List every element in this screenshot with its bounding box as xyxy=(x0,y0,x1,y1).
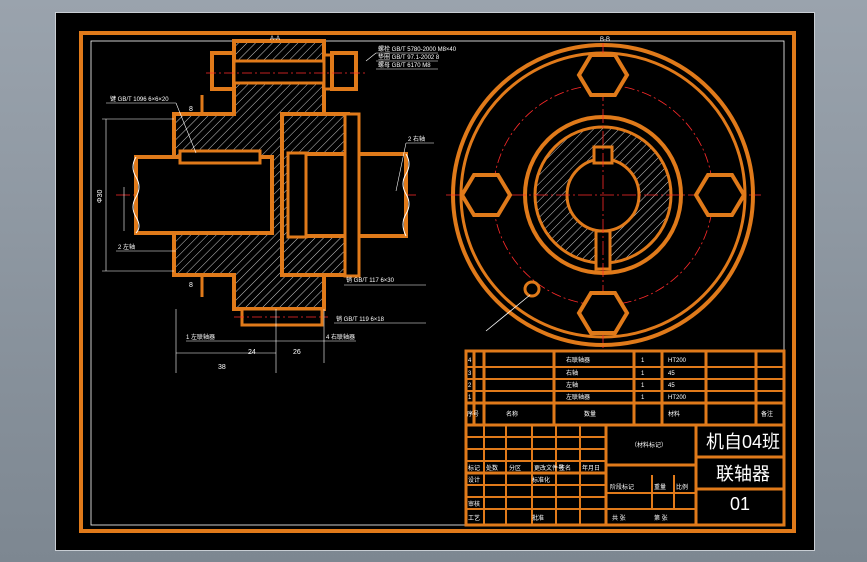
bom-cell-no: 4 xyxy=(468,358,472,364)
title-block: （材料标记） 机自04班 联轴器 01 标记 处数 分区 更改文件号 签名 年月… xyxy=(464,423,786,527)
bom-cell-name: 左联轴器 xyxy=(566,393,590,401)
side-section-label: B-B xyxy=(600,37,610,43)
callout-key-bottom: 销 GB/T 119 6×18 xyxy=(336,315,385,323)
title-approve: 批准 xyxy=(532,514,544,522)
bom-cell-name: 左轴 xyxy=(566,381,578,389)
title-stage-mark: 阶段标记 xyxy=(610,483,634,491)
title-change-doc: 更改文件号 xyxy=(534,464,564,472)
cad-viewport[interactable]: A-A 螺栓 GB/T 5780-2000 M8×40 垫圈 GB/T 97.1… xyxy=(55,12,815,551)
pin-hole xyxy=(523,280,541,298)
title-date: 年月日 xyxy=(582,464,600,472)
title-standard: 标准化 xyxy=(532,476,550,484)
bom-cell-material: HT200 xyxy=(668,395,687,401)
bom-cell-name: 右联轴器 xyxy=(566,356,590,364)
title-process: 工艺 xyxy=(468,514,480,522)
dim-width-1: 24 xyxy=(248,349,256,356)
callout-coupling-right: 4 右联轴器 xyxy=(326,333,355,341)
bom-header-qty: 数量 xyxy=(584,410,596,418)
bom-cell-no: 1 xyxy=(468,395,472,401)
title-scale: 比例 xyxy=(676,483,688,491)
bom-cell-material: 45 xyxy=(668,371,675,377)
top-bolt-shank xyxy=(232,59,326,85)
title-material-mark: （材料标记） xyxy=(631,441,667,449)
callout-washer: 垫圈 GB/T 97.1-2002 8 xyxy=(378,53,440,61)
side-view: B-B xyxy=(446,37,761,348)
front-section-view: A-A 螺栓 GB/T 5780-2000 M8×40 垫圈 GB/T 97.1… xyxy=(97,36,457,373)
bom-cell-qty: 1 xyxy=(641,395,645,401)
hex-nut-right xyxy=(693,173,747,217)
coupling-drawing: A-A 螺栓 GB/T 5780-2000 M8×40 垫圈 GB/T 97.1… xyxy=(79,31,796,533)
bom-header: 序号 名称 数量 材料 备注 xyxy=(467,410,773,418)
hex-nut-bottom xyxy=(576,291,630,335)
bom-cell-qty: 1 xyxy=(641,358,645,364)
hex-nut-left xyxy=(459,173,513,217)
bom-header-remark: 备注 xyxy=(761,410,773,418)
title-drawing-no: 01 xyxy=(730,494,750,514)
bom-cell-qty: 1 xyxy=(641,383,645,389)
title-mark: 标记 xyxy=(468,464,480,472)
dim-width-2: 26 xyxy=(293,349,301,356)
bom-cell-name: 右轴 xyxy=(566,369,578,377)
bom-table xyxy=(464,349,786,427)
front-section-label: A-A xyxy=(270,36,280,42)
left-key xyxy=(178,149,262,165)
title-designer: 设计 xyxy=(468,476,480,484)
vertical-pin xyxy=(343,112,361,278)
callout-bolt: 螺栓 GB/T 5780-2000 M8×40 xyxy=(378,45,457,53)
item-mark-bottom: 8 xyxy=(189,282,193,289)
bom-cell-no: 2 xyxy=(468,383,472,389)
bom-header-no: 序号 xyxy=(467,410,479,418)
top-bolt-head xyxy=(210,51,236,91)
callout-nut: 螺母 GB/T 6170 M8 xyxy=(378,61,431,69)
dim-diameter: Φ30 xyxy=(97,190,104,203)
outer-frame xyxy=(79,31,796,533)
bom-cell-no: 3 xyxy=(468,371,472,377)
bom-cell-material: HT200 xyxy=(668,358,687,364)
callout-shaft-left: 2 左轴 xyxy=(118,243,135,251)
callout-pin: 销 GB/T 117 6×30 xyxy=(346,276,395,284)
callout-key-left: 键 GB/T 1096 6×6×20 xyxy=(110,95,169,103)
bom-cell-material: 45 xyxy=(668,383,675,389)
callout-coupling-left: 1 左联轴器 xyxy=(186,333,215,341)
left-shaft xyxy=(134,155,274,235)
title-drawing-name: 联轴器 xyxy=(716,464,770,484)
bom-header-name: 名称 xyxy=(506,410,518,418)
item-mark-top: 8 xyxy=(189,106,193,113)
title-class: 机自04班 xyxy=(706,432,780,452)
title-zone: 分区 xyxy=(509,464,521,472)
title-checker: 审核 xyxy=(468,500,480,508)
title-sign: 签名 xyxy=(559,464,571,472)
callout-shaft-right: 2 右轴 xyxy=(408,135,425,143)
dim-total: 38 xyxy=(218,364,226,371)
bom-header-material: 材料 xyxy=(668,410,680,418)
top-nut xyxy=(330,51,358,91)
title-sheet-total: 共 张 xyxy=(612,514,626,522)
bom-cell-qty: 1 xyxy=(641,371,645,377)
title-count: 处数 xyxy=(486,464,498,472)
inner-frame xyxy=(90,40,785,526)
title-weight: 重量 xyxy=(654,483,666,491)
hex-nut-top xyxy=(576,53,630,97)
title-sheet-no: 第 张 xyxy=(654,514,668,522)
